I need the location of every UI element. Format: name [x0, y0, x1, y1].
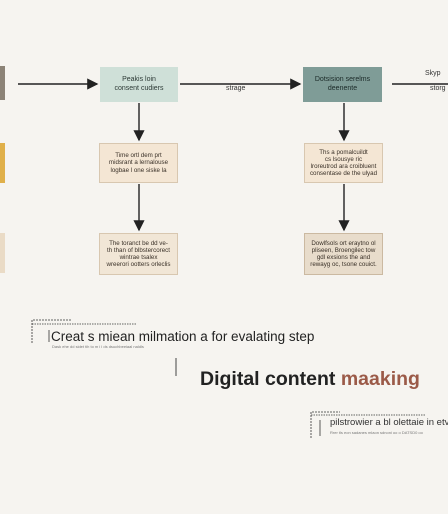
page-title: Digital content maaking — [200, 368, 420, 391]
edge-label-skype: Skyp — [425, 70, 441, 77]
left-partial-node-top — [0, 66, 5, 100]
node-bottom-right: Dowlfsols ort eraytno ol pliseen, Broeng… — [304, 233, 383, 275]
note-text: pilstrowier a bl olettaie in etva — [330, 417, 448, 428]
node-middle-right: Ths a pomalcuildt cs lsousye ric lroreut… — [304, 143, 383, 183]
caption-text: Creat s miean milmation a for evalating … — [51, 329, 315, 344]
title-accent: maaking — [340, 368, 420, 390]
caption-bracket — [31, 319, 136, 343]
left-partial-node-mid — [0, 143, 5, 183]
node-decision: Dotsision serelms deenente — [303, 67, 382, 102]
caption-subtext: Dask ehe dd sidet tih to m i l ds dsuchb… — [52, 344, 144, 349]
note-bracket — [310, 411, 425, 438]
node-bottom-left: The toranct be dd ve- th than of blbster… — [99, 233, 178, 275]
node-middle-left: Time ortl dem prt midsrant a lernalouse … — [99, 143, 178, 183]
edge-label-storage: strage — [226, 85, 246, 92]
edge-label-storage-right: storg — [430, 85, 446, 92]
note-subtext: Rrer tls eon sadanes mlaon sdnoni oo o D… — [330, 430, 423, 435]
left-partial-node-bottom — [0, 233, 5, 273]
node-content-studies: Peakis loin consent cudiers — [100, 67, 178, 102]
title-main: Digital content — [200, 368, 341, 390]
